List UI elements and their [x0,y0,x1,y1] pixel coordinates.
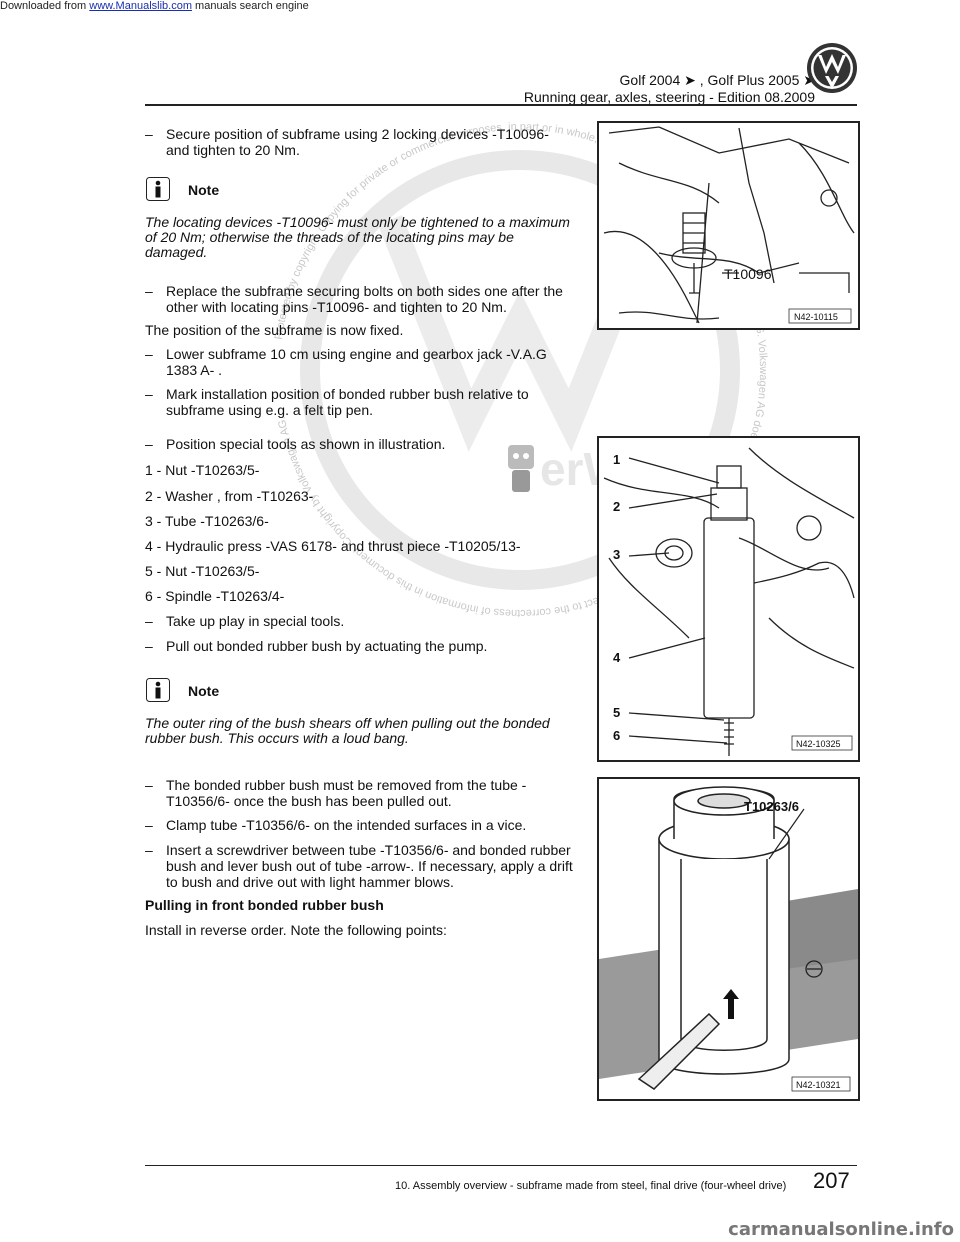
note-label: Note [188,683,220,699]
info-note-icon [146,177,170,201]
download-source-line: Downloaded from www.Manualslib.com manua… [0,0,309,12]
step-insert-screwdriver: Insert a screwdriver between tube -T1035… [166,842,573,890]
bullet-dash: – [145,126,153,142]
figure-2-label-6: 6 [613,728,620,743]
figure-3-illustration: T10263/6 N42-10321 [599,786,858,1092]
footer-rule [145,1165,857,1166]
figure-3-code: N42-10321 [796,1080,841,1090]
header-edition-line: Running gear, axles, steering - Edition … [523,89,815,105]
figure-2-label-5: 5 [613,705,620,720]
header-model-line: Golf 2004 ➤ , Golf Plus 2005 ➤ [619,72,815,88]
step-clamp-tube: Clamp tube -T10356/6- on the intended su… [166,817,527,833]
step-secure-subframe: Secure position of subframe using 2 lock… [166,126,549,158]
bullet-dash: – [145,842,153,858]
page-number: 207 [813,1168,850,1193]
figure-3-tool-label: T10263/6 [744,799,799,814]
item-washer: 2 - Washer , from -T10263- [145,488,314,504]
paragraph-install-reverse: Install in reverse order. Note the follo… [145,922,447,938]
step-replace-bolts: Replace the subframe securing bolts on b… [166,283,563,315]
bullet-dash: – [145,436,153,452]
item-hydraulic-press: 4 - Hydraulic press -VAS 6178- and thrus… [145,538,521,554]
step-pull-out-bush: Pull out bonded rubber bush by actuating… [166,638,488,654]
figure-2-label-3: 3 [613,547,620,562]
note-outer-ring: The outer ring of the bush shears off wh… [145,715,550,746]
bullet-dash: – [145,386,153,402]
step-remove-bush: The bonded rubber bush must be removed f… [166,777,527,809]
bottom-brand: carmanualsonline.info [728,1219,954,1240]
bullet-dash: – [145,777,153,793]
item-spindle: 6 - Spindle -T10263/4- [145,588,285,604]
bullet-dash: – [145,283,153,299]
step-lower-subframe: Lower subframe 10 cm using engine and ge… [166,346,547,378]
item-nut-2: 5 - Nut -T10263/5- [145,563,260,579]
download-suffix: manuals search engine [191,0,309,12]
note-label: Note [188,182,220,198]
footer-chapter: 10. Assembly overview - subframe made fr… [395,1180,787,1192]
figure-2-label-1: 1 [613,452,620,467]
figure-1-illustration: T10096 N42-10115 [603,126,855,324]
step-mark-position: Mark installation position of bonded rub… [166,386,529,418]
figure-1-code: N42-10115 [794,312,838,322]
bullet-dash: – [145,817,153,833]
figure-2-illustration: 1 2 3 4 5 6 N42-10325 [603,447,855,756]
item-nut: 1 - Nut -T10263/5- [145,462,260,478]
note-locating-devices: The locating devices -T10096- must only … [145,214,570,260]
figure-2-code: N42-10325 [796,739,841,749]
figure-2-label-2: 2 [613,499,620,514]
figure-locating-devices: T10096 N42-10115 [597,121,860,330]
header-rule [145,104,857,106]
figure-1-tool-label: T10096 [724,266,772,282]
section-heading: Pulling in front bonded rubber bush [145,897,384,913]
bullet-dash: – [145,638,153,654]
step-take-up-play: Take up play in special tools. [166,613,345,629]
bullet-dash: – [145,346,153,362]
item-tube: 3 - Tube -T10263/6- [145,513,269,529]
figure-2-label-4: 4 [613,650,621,665]
figure-special-tools: 1 2 3 4 5 6 N42-10325 [597,436,860,762]
manualslib-link[interactable]: www.Manualslib.com [89,0,192,12]
vw-logo-icon [807,43,857,93]
figure-bush-removal: T10263/6 N42-10321 [597,777,860,1101]
step-position-tools: Position special tools as shown in illus… [166,436,446,452]
paragraph-subframe-fixed: The position of the subframe is now fixe… [145,322,404,338]
download-prefix: Downloaded from [0,0,90,12]
info-note-icon [146,678,170,702]
bullet-dash: – [145,613,153,629]
